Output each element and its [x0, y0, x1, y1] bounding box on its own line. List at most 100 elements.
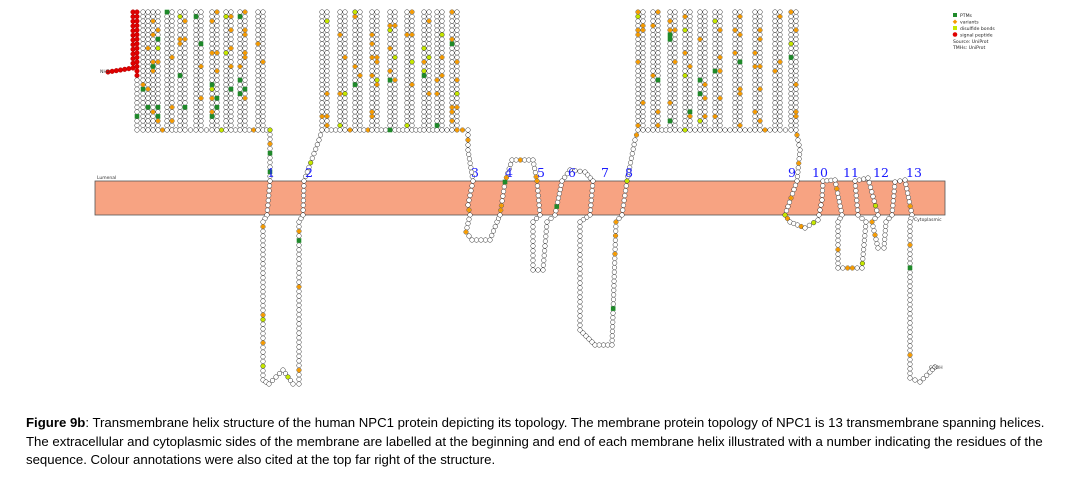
- residue: [282, 370, 289, 377]
- signal-peptide-residue: [134, 54, 140, 60]
- residue: [752, 95, 758, 101]
- residue: [859, 215, 865, 222]
- disulfide-residue: [635, 13, 641, 20]
- residue: [793, 18, 799, 24]
- residue: [260, 77, 266, 83]
- residue: [449, 63, 455, 70]
- residue: [228, 54, 234, 60]
- residue: [772, 18, 778, 24]
- residue: [454, 100, 460, 106]
- residue: [404, 63, 410, 70]
- residue: [434, 113, 440, 119]
- variant-marker: [612, 233, 619, 239]
- variant-marker: [209, 18, 215, 24]
- residue: [357, 68, 363, 74]
- residue: [182, 63, 188, 70]
- residue: [267, 136, 273, 142]
- variant-marker: [737, 13, 743, 20]
- residue: [530, 248, 536, 254]
- residue: [772, 127, 778, 133]
- residue: [155, 9, 161, 15]
- residue: [577, 257, 583, 263]
- residue: [777, 122, 783, 129]
- variant-marker: [687, 113, 693, 119]
- variant-marker: [752, 50, 758, 56]
- residue: [404, 127, 410, 133]
- residue: [260, 284, 266, 290]
- residue: [352, 118, 358, 124]
- residue: [392, 95, 398, 101]
- residue: [150, 27, 156, 33]
- residue: [214, 27, 220, 33]
- residue: [404, 113, 410, 119]
- residue: [672, 32, 678, 38]
- variant-marker: [702, 82, 708, 88]
- residue: [737, 82, 743, 88]
- residue: [737, 63, 743, 70]
- ptm-residue: [907, 265, 913, 271]
- residue: [577, 261, 583, 267]
- residue: [140, 77, 146, 83]
- ptm-residue: [214, 105, 220, 110]
- variant-marker: [757, 36, 763, 42]
- variant-marker: [150, 32, 156, 38]
- residue: [465, 127, 471, 133]
- residue: [242, 118, 248, 124]
- residue: [717, 127, 723, 133]
- residue: [255, 32, 261, 38]
- signal-peptide-residue: [134, 59, 140, 65]
- residue: [296, 302, 302, 308]
- residue: [697, 100, 703, 106]
- residue: [635, 72, 641, 79]
- residue: [324, 127, 330, 133]
- residue: [777, 9, 783, 15]
- variant-marker: [421, 59, 427, 65]
- residue: [255, 54, 261, 60]
- residue: [369, 68, 375, 74]
- residue: [317, 132, 324, 138]
- residue: [655, 113, 661, 119]
- residue: [650, 127, 656, 133]
- residue: [619, 212, 625, 218]
- residue: [702, 100, 708, 106]
- variant-marker: [369, 113, 375, 119]
- residue: [434, 118, 440, 124]
- ptm-residue: [788, 55, 794, 60]
- residue: [337, 23, 343, 29]
- residue: [409, 122, 415, 129]
- residue: [357, 104, 363, 110]
- residue: [712, 95, 718, 101]
- residue: [737, 9, 743, 15]
- residue: [426, 41, 432, 47]
- residue: [242, 113, 248, 119]
- residue: [337, 36, 343, 42]
- variant-marker: [404, 32, 410, 38]
- residue: [392, 63, 398, 70]
- residue: [421, 113, 427, 119]
- residue: [324, 50, 330, 56]
- residue: [214, 113, 220, 119]
- residue: [255, 63, 261, 70]
- residue: [145, 82, 151, 88]
- residue: [655, 32, 661, 38]
- residue: [439, 127, 445, 133]
- residue: [702, 9, 708, 15]
- residue: [209, 41, 215, 47]
- residue: [324, 72, 330, 79]
- residue: [737, 27, 743, 33]
- residue: [640, 77, 646, 83]
- variant-marker: [635, 122, 641, 129]
- residue: [223, 9, 229, 15]
- residue: [439, 122, 445, 129]
- residue: [324, 45, 330, 51]
- ptm-residue: [655, 77, 661, 83]
- residue: [324, 109, 330, 115]
- residue: [237, 118, 243, 124]
- signal-peptide-residue: [134, 72, 140, 79]
- residue: [193, 95, 199, 101]
- residue: [702, 127, 708, 133]
- residue: [772, 50, 778, 56]
- residue: [697, 13, 703, 20]
- residue: [611, 287, 617, 293]
- disulfide-residue: [859, 260, 865, 266]
